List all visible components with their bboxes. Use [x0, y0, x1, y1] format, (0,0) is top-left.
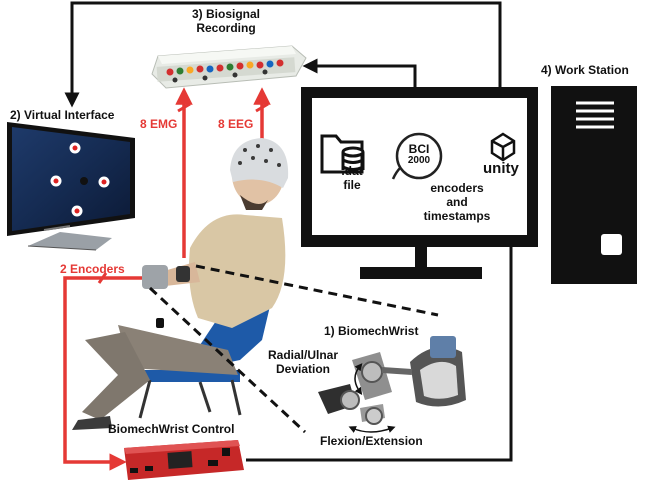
- encoders-count-label: 2 Encoders: [60, 262, 125, 276]
- bci2000-icon: [391, 132, 443, 180]
- arrow-control-to-unity: [246, 180, 519, 462]
- biosignal-amplifier: [151, 45, 307, 89]
- target-icons: [50, 142, 110, 217]
- biomechwrist-title: 1) BiomechWrist: [324, 324, 419, 338]
- zoom-dashes: [148, 264, 439, 434]
- arrow-encoders: [63, 276, 148, 471]
- unity-logo: [490, 132, 516, 162]
- virtual-interface-monitor: [7, 122, 135, 251]
- control-board: [124, 440, 244, 480]
- encoders-timestamps-label: encoders and timestamps: [423, 181, 491, 223]
- work-station-title: 4) Work Station: [541, 63, 629, 77]
- pc-tower: [551, 86, 637, 284]
- bci-label-line2: 2000: [407, 155, 431, 166]
- radial-ulnar-label: Radial/Ulnar Deviation: [268, 348, 339, 376]
- unity-label: unity: [483, 160, 519, 177]
- arrow-to-virtual-interface: [64, 1, 502, 164]
- bci-label-line1: BCI: [408, 142, 430, 156]
- red-arrows: [63, 87, 271, 471]
- dat-file-label: .dat file: [341, 164, 363, 192]
- eeg-label: 8 EEG: [218, 117, 254, 131]
- emg-label: 8 EMG: [140, 117, 178, 131]
- control-title: BiomechWrist Control: [108, 422, 235, 436]
- dat-file-icon: [320, 134, 365, 174]
- participant-figure: [72, 138, 289, 430]
- biomechwrist-device: [318, 336, 466, 433]
- virtual-interface-title: 2) Virtual Interface: [10, 108, 115, 122]
- flexion-extension-label: Flexion/Extension: [320, 434, 423, 448]
- bus-slash-marks: [97, 102, 269, 284]
- amplifier-connectors: [166, 59, 284, 83]
- biosignal-recording-title: 3) Biosignal Recording: [191, 7, 260, 35]
